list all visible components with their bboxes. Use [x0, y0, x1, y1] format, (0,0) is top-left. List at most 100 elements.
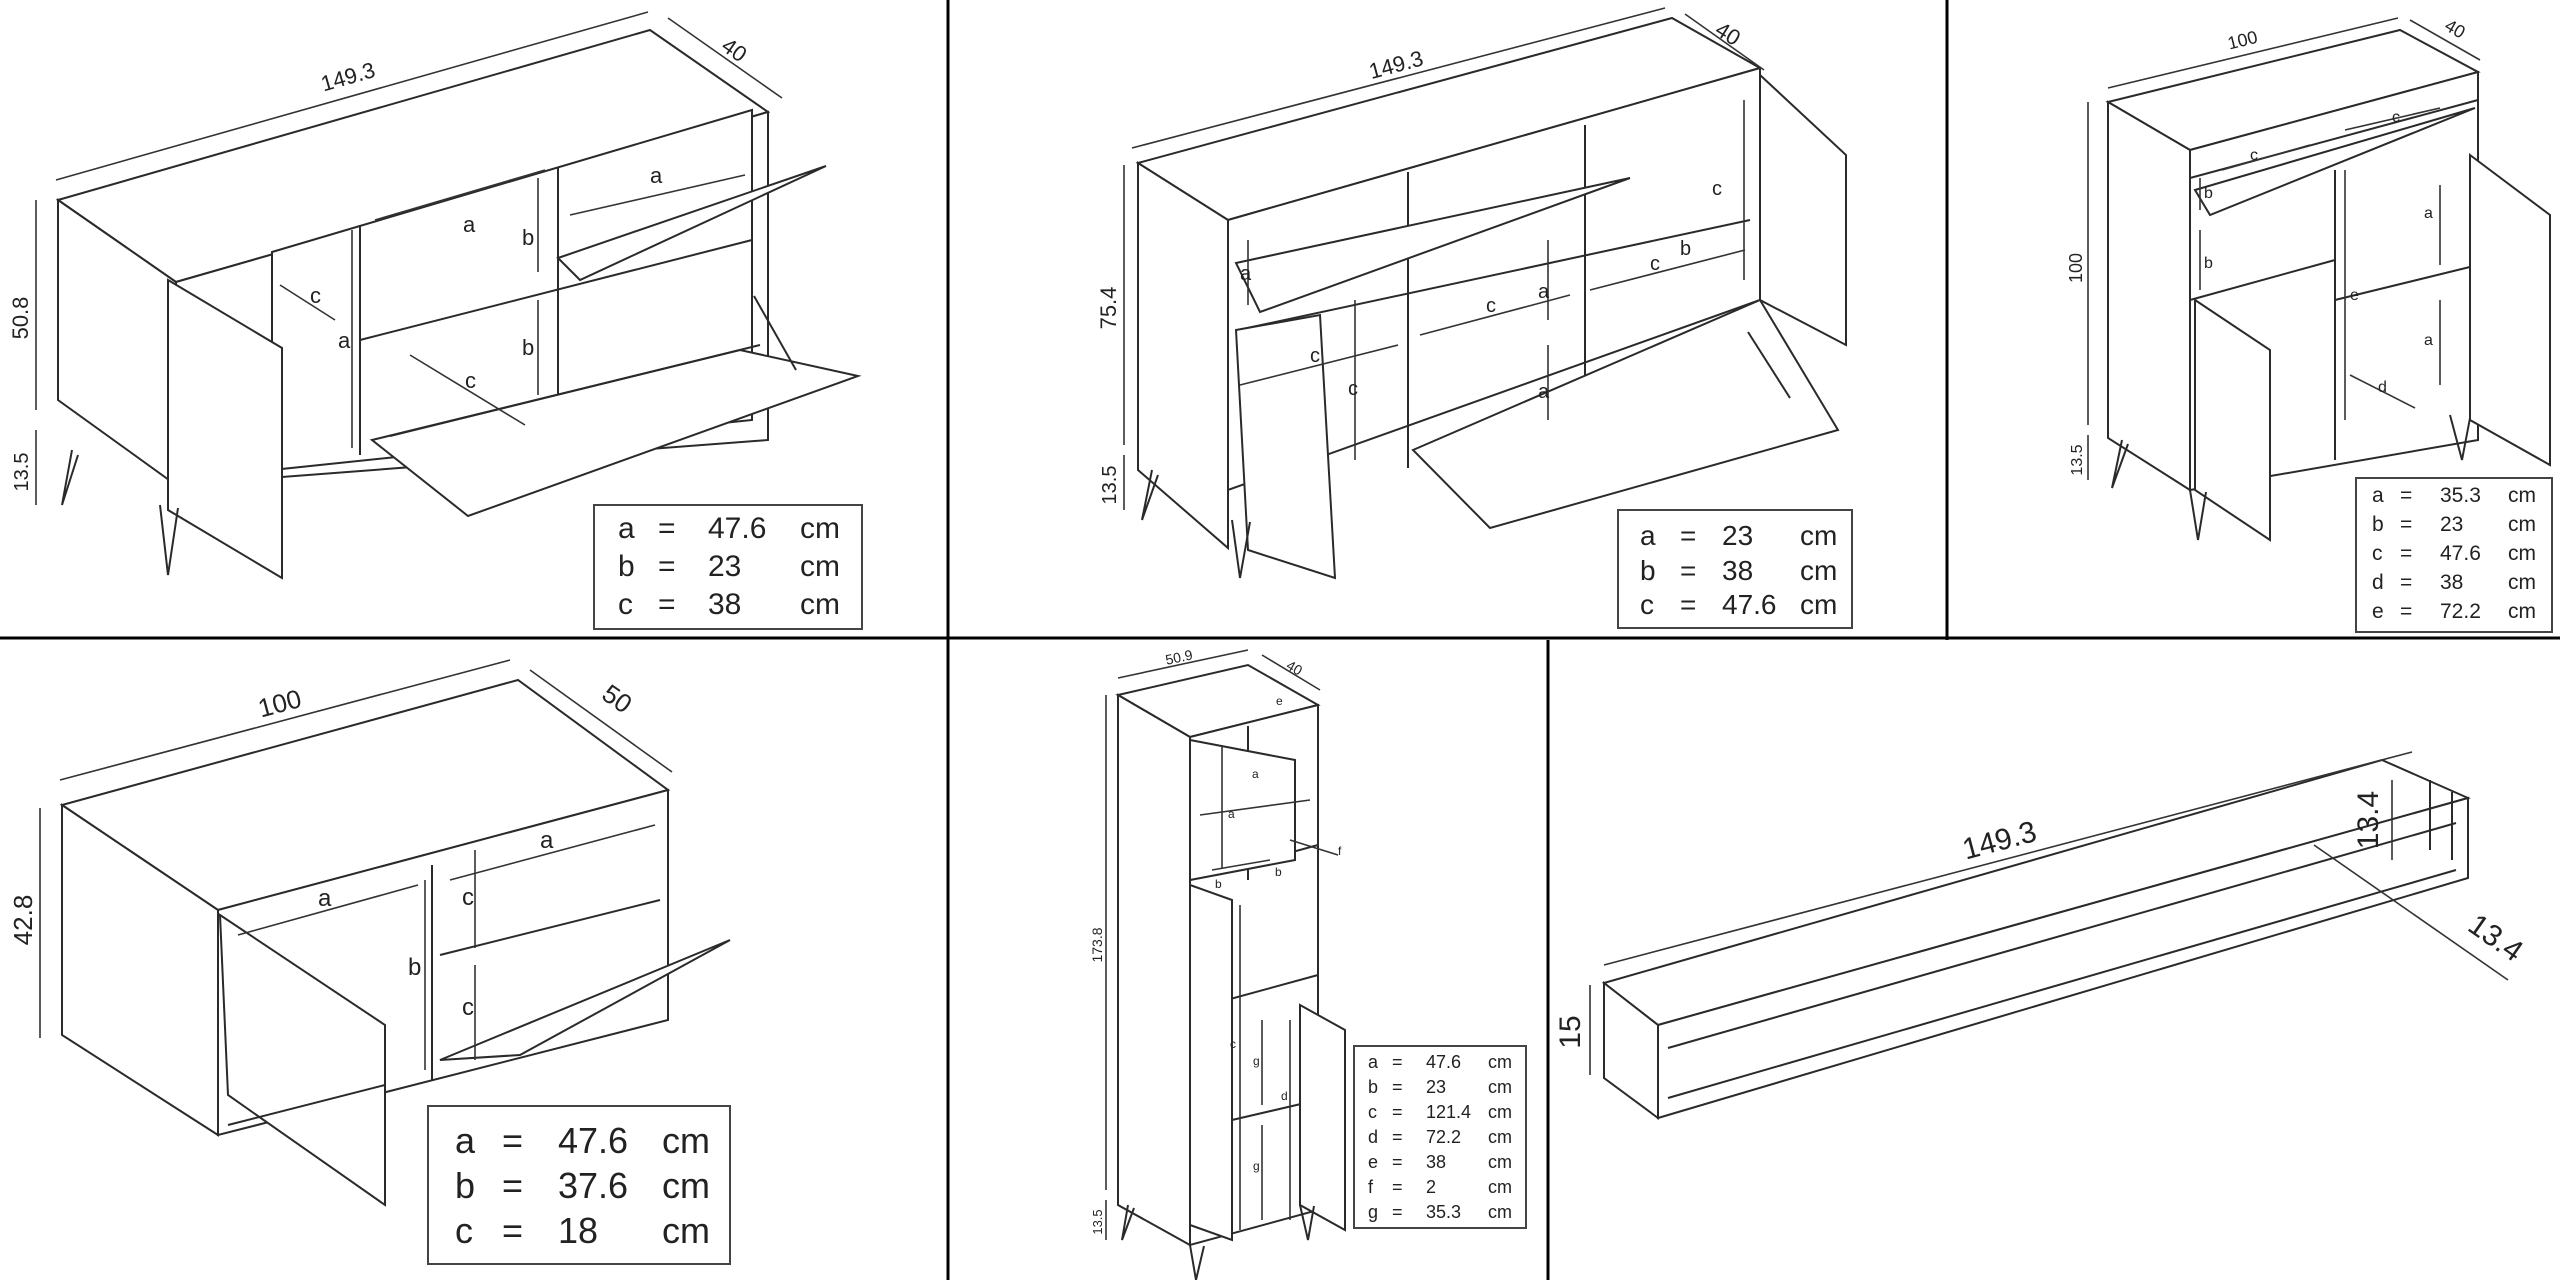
legend-key: f: [1368, 1177, 1374, 1197]
legend-eq: =: [1680, 520, 1696, 551]
tag-c: c: [465, 368, 476, 393]
dimension-lines: [35, 11, 783, 505]
legend-unit: cm: [1488, 1102, 1512, 1122]
tag-c: c: [1650, 253, 1660, 275]
legend-key: b: [618, 550, 635, 583]
legend-key: c: [1640, 589, 1654, 620]
legend-value: 23: [708, 550, 741, 583]
legend-box: a = 47.6 cm b = 23 cm c = 121.4 cm d = 7…: [1353, 1045, 1527, 1229]
dimension-lines: [39, 659, 673, 1070]
legend-eq: =: [1392, 1152, 1403, 1172]
legend-value: 47.6: [708, 512, 766, 545]
legend-unit: cm: [2508, 542, 2536, 565]
legend-box: a = 47.6 cm b = 23 cm c = 38 cm: [593, 504, 863, 630]
tag-a: a: [463, 212, 476, 237]
tag-b: b: [522, 225, 534, 250]
legend-value: 121.4: [1426, 1102, 1471, 1122]
tag-c: c: [310, 283, 321, 308]
legend-eq: =: [2400, 571, 2412, 594]
tag-b: b: [1680, 238, 1691, 260]
dimension-lines: [2087, 17, 2481, 480]
legend-value: 35.3: [1426, 1202, 1461, 1222]
tag-c: c: [1348, 378, 1358, 400]
legend-unit: cm: [2508, 600, 2536, 623]
dimension-lines: [1123, 7, 1765, 510]
tag-a: a: [540, 827, 554, 854]
legend-unit: cm: [2508, 571, 2536, 594]
width-label: 100: [2226, 27, 2260, 54]
legend-eq: =: [1392, 1077, 1403, 1097]
tag-a: a: [1252, 767, 1259, 781]
height-label: 100: [2066, 253, 2086, 283]
legend-eq: =: [658, 550, 676, 583]
legend-key: b: [455, 1165, 475, 1206]
dimension-lines: [1105, 649, 1339, 1240]
tag-a: a: [1538, 381, 1550, 403]
legend-eq: =: [2400, 542, 2412, 565]
legend-unit: cm: [1488, 1152, 1512, 1172]
legend-key: g: [1368, 1202, 1378, 1222]
cabinet-drawing: [55, 28, 862, 580]
tag-g: g: [1253, 1054, 1260, 1068]
panel-tall-cabinet: 50.9 40 173.8 13.5 e a a f b b c d g g a…: [1089, 646, 1527, 1280]
legend-eq: =: [658, 512, 676, 545]
legend-eq: =: [1680, 589, 1696, 620]
legend-value: 47.6: [2440, 542, 2481, 565]
legend-box: a = 23 cm b = 38 cm c = 47.6 cm: [1617, 509, 1853, 629]
legend-eq: =: [1392, 1052, 1403, 1072]
legend-unit: cm: [800, 550, 840, 583]
legend-key: e: [1368, 1152, 1378, 1172]
legend-value: 72.2: [1426, 1127, 1461, 1147]
legend-eq: =: [502, 1165, 523, 1206]
legend-unit: cm: [662, 1120, 710, 1161]
cabinet-drawing: [59, 678, 731, 1207]
tag-a: a: [1228, 807, 1235, 821]
legend-key: a: [1640, 520, 1656, 551]
panel-highboard-100: 100 40 100 13.5 c c b b a a e d a = 35.3…: [2066, 15, 2553, 633]
legend-eq: =: [2400, 513, 2412, 536]
legend-key: b: [1368, 1077, 1378, 1097]
height-label: 15: [1554, 1015, 1587, 1048]
legend-key: c: [1368, 1102, 1377, 1122]
legend-value: 37.6: [558, 1165, 628, 1206]
leg-label: 13.5: [1090, 1209, 1105, 1234]
legend-key: b: [1640, 555, 1656, 586]
legend-box: a = 47.6 cm b = 37.6 cm c = 18 cm: [427, 1105, 731, 1265]
legend-key: c: [618, 588, 633, 621]
legend-value: 38: [2440, 571, 2463, 594]
legend-eq: =: [2400, 484, 2412, 507]
legend-unit: cm: [1488, 1202, 1512, 1222]
legend-unit: cm: [1488, 1077, 1512, 1097]
tag-c: c: [1712, 178, 1722, 200]
legend-unit: cm: [1800, 520, 1837, 551]
tag-c: c: [1230, 1037, 1236, 1051]
legend-key: a: [1368, 1052, 1379, 1072]
tag-b: b: [408, 954, 421, 981]
legend-value: 23: [1426, 1077, 1446, 1097]
legend-unit: cm: [662, 1210, 710, 1251]
legend-key: a: [618, 512, 635, 545]
legend-key: a: [2372, 484, 2384, 507]
legend-unit: cm: [800, 512, 840, 545]
tag-c: c: [2250, 147, 2258, 164]
height-label: 173.8: [1089, 927, 1105, 962]
panel-wall-shelf: 149.3 15 13.4 13.4: [1554, 751, 2529, 1120]
legend-key: b: [2372, 513, 2384, 536]
cabinet-drawing: [1135, 16, 1847, 580]
width-label: 149.3: [1959, 815, 2040, 866]
tag-b: b: [1275, 865, 1282, 879]
depth-label: 40: [2441, 15, 2468, 42]
tag-e: e: [1276, 694, 1283, 708]
legend-unit: cm: [1800, 555, 1837, 586]
legend-unit: cm: [1488, 1177, 1512, 1197]
legend-unit: cm: [800, 588, 840, 621]
legend-value: 38: [1722, 555, 1753, 586]
panel-sideboard-149-1: 149.3 40 50.8 13.5 a a b b c c a a = 47.…: [8, 11, 863, 630]
height-label: 75.4: [1096, 287, 1121, 330]
tag-c: c: [1310, 345, 1320, 367]
tag-f: f: [1338, 844, 1342, 858]
tag-d: d: [2378, 379, 2387, 396]
legend-value: 47.6: [1426, 1052, 1461, 1072]
legend-eq: =: [1392, 1127, 1403, 1147]
legend-eq: =: [2400, 600, 2412, 623]
